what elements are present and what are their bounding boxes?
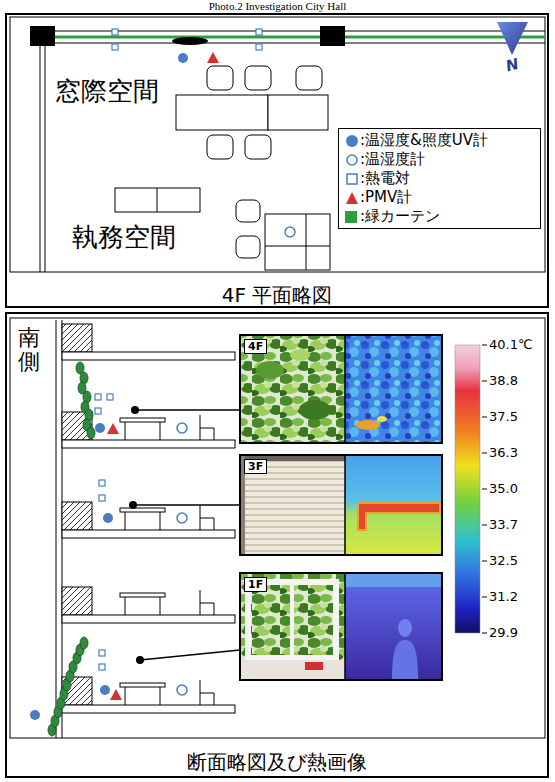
legend-swatch — [345, 211, 357, 223]
scale-value: 32.5 — [489, 553, 518, 569]
legend-symbol — [345, 153, 360, 167]
figure-title: Photo.2 Investigation City Hall — [0, 0, 555, 13]
legend-box: :温湿度&照度UV計:温湿度計:熱電対:PMV計:緑カーテン — [338, 128, 541, 229]
legend-text: :温湿度&照度UV計 — [360, 131, 488, 150]
floor-tag: 4F — [244, 339, 267, 354]
legend-entry: :温湿度&照度UV計 — [345, 131, 534, 150]
scale-value: 36.3 — [489, 445, 518, 461]
floor-label: 4F — [248, 340, 263, 353]
scale-value: 35.0 — [489, 481, 518, 497]
legend-text: :緑カーテン — [360, 207, 440, 226]
zone-label: 窓際空間 — [55, 76, 159, 107]
scale-value: 31.2 — [489, 589, 518, 605]
legend-text: :熱電対 — [360, 169, 410, 188]
legend-symbol — [345, 191, 360, 205]
legend-entry: :熱電対 — [345, 169, 534, 188]
scale-value: 33.7 — [489, 517, 518, 533]
floor-label: 1F — [248, 578, 263, 591]
floor-label: 3F — [248, 460, 263, 473]
scale-value: 37.5 — [489, 409, 518, 425]
north-mark: N — [504, 55, 521, 76]
legend-text: :温湿度計 — [360, 150, 425, 169]
section-panel: 断面略図及び熱画像 4F 3F 1F — [5, 312, 549, 778]
legend-entry: :温湿度計 — [345, 150, 534, 169]
legend-symbol — [345, 172, 360, 186]
floor-tag: 1F — [244, 577, 267, 592]
floor-tag: 3F — [244, 459, 267, 474]
side-label: 南側 — [18, 326, 40, 374]
panel-caption: 4F 平面略図 — [7, 283, 547, 307]
legend-symbol — [345, 134, 360, 148]
scale-value: 38.8 — [489, 373, 518, 389]
scale-value: 40.1℃ — [489, 337, 533, 353]
zone-label: 執務空間 — [72, 222, 176, 253]
legend-entry: :PMV計 — [345, 188, 534, 207]
panel-caption: 断面略図及び熱画像 — [7, 750, 547, 774]
legend-text: :PMV計 — [360, 188, 412, 207]
legend-entry: :緑カーテン — [345, 207, 534, 226]
scale-value: 29.9 — [489, 625, 518, 641]
